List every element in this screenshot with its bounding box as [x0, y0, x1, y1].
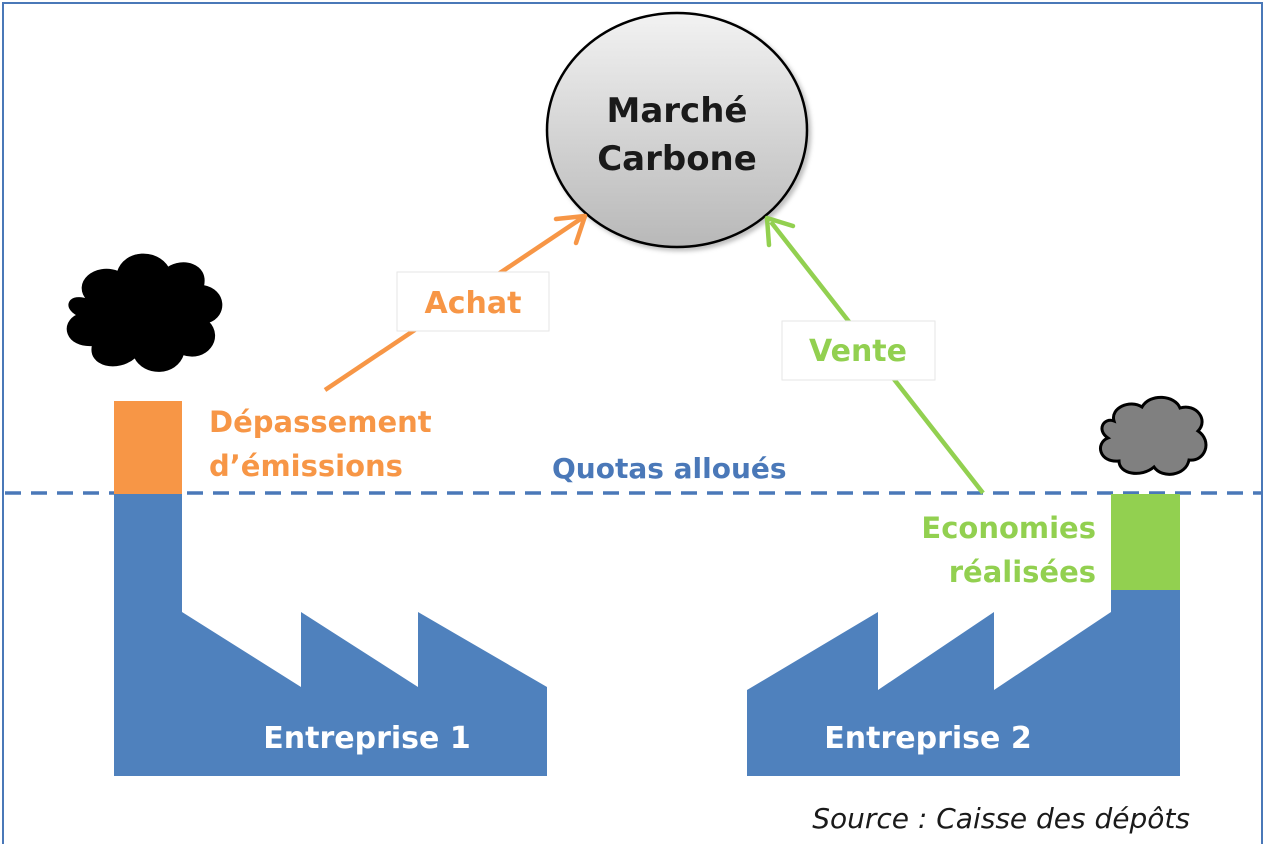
smoke-cloud-dark-icon [66, 253, 223, 372]
savings-label-line2: réalisées [949, 555, 1096, 589]
company-2-name: Entreprise 2 [824, 721, 1031, 756]
factory-1-icon [114, 401, 547, 776]
source-caption: Source : Caisse des dépôts [812, 802, 1190, 835]
excess-label-line2: d’émissions [209, 449, 403, 483]
savings-label-line1: Economies [921, 511, 1096, 545]
buy-label: Achat [425, 286, 522, 321]
sell-label: Vente [809, 334, 907, 369]
company-1-name: Entreprise 1 [263, 721, 470, 756]
carbon-market-sphere [545, 11, 809, 249]
factory-2-icon [747, 494, 1180, 776]
savings-block [1111, 494, 1180, 590]
smoke-cloud-grey-icon [1099, 395, 1208, 476]
buy-label-box [396, 271, 550, 332]
sell-label-box [781, 320, 936, 381]
market-label-line1: Marché [607, 91, 748, 131]
quota-label: Quotas alloués [552, 452, 787, 485]
excess-emissions-block [114, 401, 182, 494]
excess-label-line1: Dépassement [209, 405, 432, 439]
market-label-line2: Carbone [597, 139, 757, 179]
